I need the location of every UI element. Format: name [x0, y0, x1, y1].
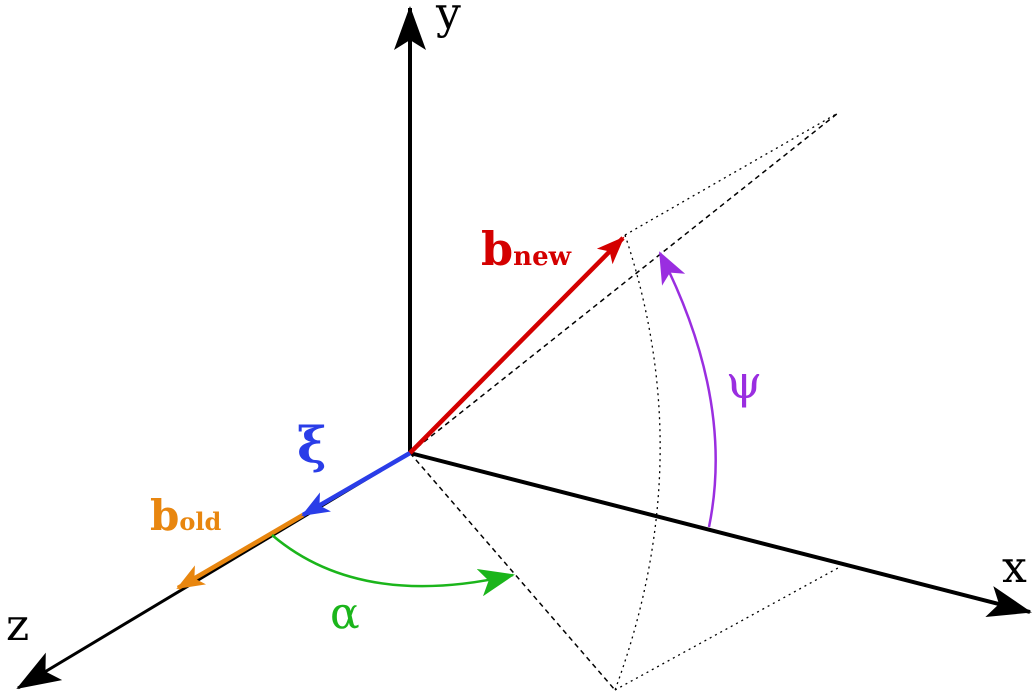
xi-vector — [301, 451, 412, 517]
b-new-vector — [408, 236, 625, 455]
alpha-arc — [271, 534, 515, 597]
b-old-label-sub: old — [179, 507, 221, 536]
dotted-guide-bottom — [614, 567, 839, 691]
y-axis-label: y — [435, 0, 461, 39]
dashed-ground-line — [409, 452, 616, 691]
b-new-label: bnew — [481, 222, 572, 276]
xi-label: ξ — [297, 415, 327, 474]
x-axis-label: x — [1002, 542, 1027, 593]
alpha-label: α — [330, 588, 360, 639]
dashed-projection-line — [409, 112, 839, 454]
dotted-guide-top — [624, 112, 839, 236]
psi-label: ψ — [726, 355, 762, 409]
b-old-label: bold — [150, 491, 222, 540]
b-old-label-main: b — [150, 491, 179, 540]
b-new-label-main: b — [481, 222, 513, 276]
z-axis-label: z — [6, 600, 29, 651]
b-new-label-sub: new — [513, 242, 571, 272]
b-old-vector — [176, 513, 305, 590]
dotted-arc — [614, 234, 661, 691]
x-axis — [409, 451, 1032, 618]
psi-arc — [658, 251, 717, 528]
